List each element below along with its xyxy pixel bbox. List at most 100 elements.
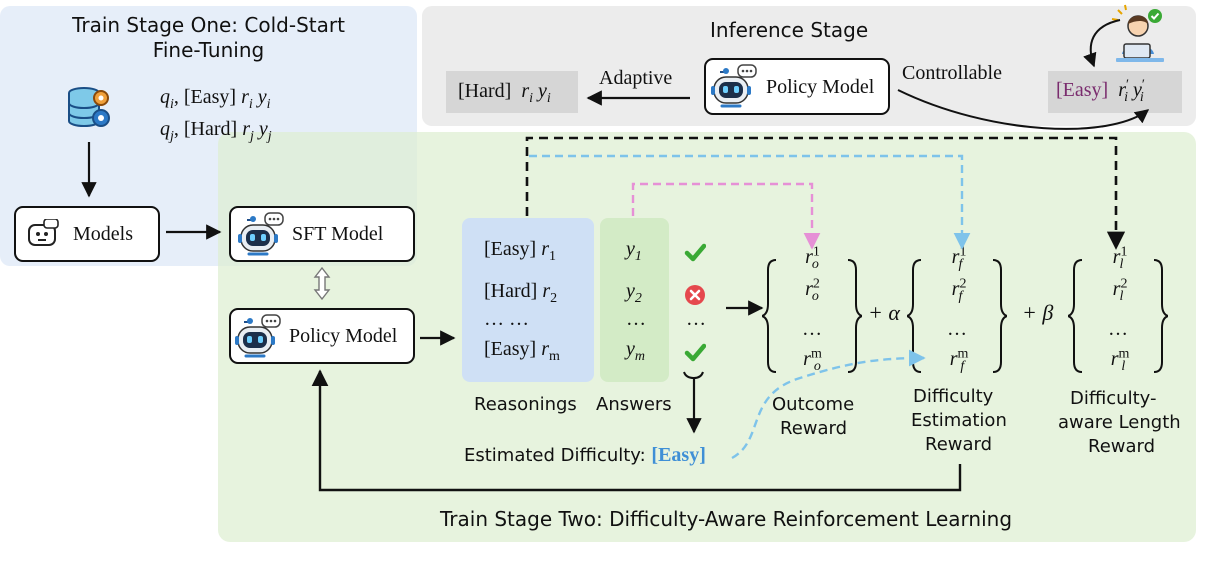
reward-sup: 1 (812, 244, 820, 260)
curly-brace-pair (1068, 259, 1168, 373)
length-caption-1: Difficulty- (1070, 388, 1157, 409)
reward-sub: l (1119, 289, 1124, 304)
answer-row: y1 (626, 238, 642, 264)
reasoning-index: 1 (549, 249, 556, 264)
reward-sup: m (1118, 346, 1130, 362)
reward-sub: l (1119, 257, 1124, 272)
reward-sup: 2 (812, 276, 820, 292)
answer-row: y2 (626, 280, 642, 306)
reasoning-tag: [Hard] (484, 280, 538, 302)
reward-sub: f (958, 257, 963, 272)
answer-index: 1 (634, 249, 642, 264)
reasoning-symbol: r (542, 280, 551, 302)
user-laptop-icon (1111, 4, 1164, 62)
reasoning-row: … … (484, 308, 529, 331)
reward-sub: l (1121, 359, 1126, 374)
sft-data-hard: qj, [Hard] rj yj (160, 118, 272, 144)
hard-output-box (446, 71, 578, 113)
marks-bracket (683, 371, 704, 380)
dashed-blue-easy-to-rf (731, 349, 926, 460)
mark-ellipsis: … (686, 308, 706, 330)
answer-symbol: y (626, 238, 635, 260)
reward-entry: … (802, 318, 822, 340)
cross-icon (684, 284, 706, 306)
reward-symbol: r (805, 278, 813, 300)
model-face-icon (28, 219, 59, 246)
answer-index: 2 (634, 291, 642, 306)
answers-caption: Answers (596, 394, 672, 415)
reward-sup: 1 (1120, 244, 1128, 260)
adaptive-label: Adaptive (599, 67, 673, 89)
reasonings-caption: Reasonings (474, 394, 577, 415)
inference-title: Inference Stage (710, 18, 869, 42)
inference-policy-model-label: Policy Model (766, 76, 875, 98)
reward-symbol: r (1112, 278, 1121, 300)
reward-entry: r1f (927, 244, 987, 272)
easy-output-text: [Easy] r′i y′i (1056, 77, 1145, 105)
reward-symbol: r (803, 348, 811, 370)
length-caption-2: aware Length (1058, 412, 1181, 433)
robot-icon (711, 64, 757, 108)
stage-one-title-line1: Train Stage One: Cold-Start (72, 13, 345, 37)
reasoning-tag: [Easy] (484, 338, 537, 360)
reward-sup: 2 (1120, 276, 1128, 292)
reward-sub: o (811, 257, 819, 272)
feedback-loop (311, 369, 962, 492)
estimated-difficulty-value: [Easy] (651, 444, 706, 466)
check-icon (684, 342, 707, 364)
plus-beta: + β (1022, 300, 1054, 325)
reward-entry: … (947, 318, 967, 340)
answers-box (600, 218, 669, 382)
policy-model-box: Policy Model (229, 308, 415, 364)
stage-two-title: Train Stage Two: Difficulty-Aware Reinfo… (440, 507, 1013, 531)
robot-icon (238, 212, 284, 256)
policy-model-label: Policy Model (289, 325, 398, 347)
arrow-user-to-output (1083, 19, 1121, 68)
reward-sup: m (957, 346, 969, 362)
reward-entry: r2f (927, 276, 987, 304)
estimated-difficulty-label: Estimated Difficulty: [Easy] (464, 444, 706, 466)
hard-output-text: [Hard] ri yi (458, 80, 551, 106)
reward-sub: f (958, 289, 963, 304)
length-caption-3: Reward (1088, 436, 1156, 457)
reasoning-row: [Hard] r2 (484, 280, 558, 306)
models-box: Models (14, 206, 160, 262)
outcome-caption-1: Outcome (772, 394, 855, 415)
reward-sup: 1 (959, 244, 967, 260)
difficulty-caption-3: Reward (925, 434, 993, 455)
reward-sup: m (810, 346, 822, 362)
reward-symbol: r (1112, 246, 1121, 268)
reward-entry: r1o (782, 244, 842, 272)
database-gear-icon (68, 87, 110, 128)
answer-symbol: y (626, 338, 635, 360)
sft-data-easy: qi, [Easy] ri yi (160, 86, 271, 112)
check-icon (684, 242, 707, 264)
reasoning-tag: … … (484, 308, 529, 330)
reward-sub: o (813, 359, 821, 374)
answer-symbol: y (626, 280, 635, 302)
reasonings-box (462, 218, 594, 382)
sft-model-box: SFT Model (229, 206, 415, 262)
reasoning-index: 2 (550, 291, 558, 306)
difficulty-caption-1: Difficulty (913, 386, 994, 407)
arrow-controllable (897, 89, 1150, 130)
reward-entry: r1l (1088, 244, 1148, 272)
reasoning-row: [Easy] r1 (484, 238, 556, 264)
outcome-caption-2: Reward (780, 418, 848, 439)
models-label: Models (73, 223, 133, 245)
dashed-blue-to-difficulty (529, 154, 971, 250)
curly-brace-pair (762, 259, 862, 373)
reward-entry: rmf (927, 346, 987, 374)
sft-model-label: SFT Model (292, 223, 384, 245)
answer-row: ym (626, 338, 645, 364)
reward-entry: r2l (1088, 276, 1148, 304)
reasoning-symbol: r (541, 338, 549, 360)
reward-sup: 2 (959, 276, 967, 292)
dashed-reasonings-to-length (525, 136, 1126, 250)
reward-symbol: r (951, 278, 960, 300)
reasoning-tag: [Easy] (484, 238, 537, 260)
reward-symbol: r (949, 348, 958, 370)
stage-one-title-line2: Fine-Tuning (152, 38, 265, 62)
